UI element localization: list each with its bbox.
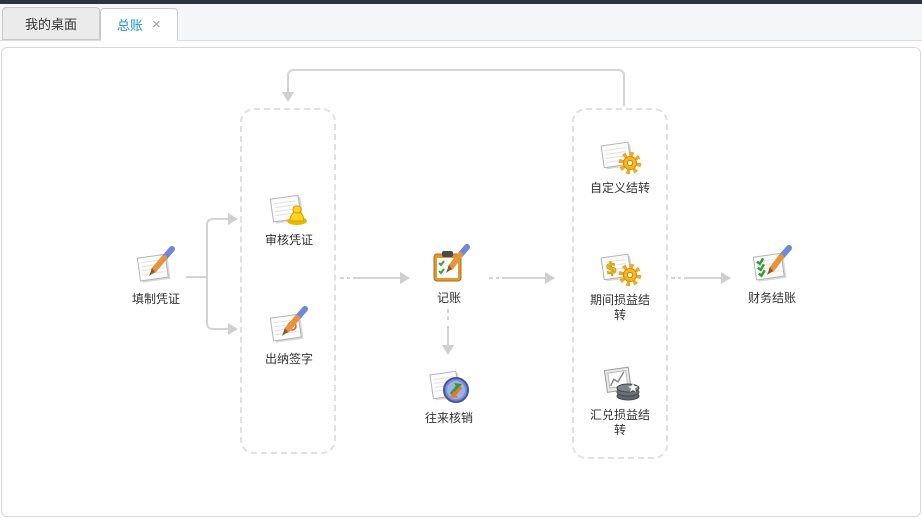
tab-bar: 我的桌面 总账 × [0,4,922,41]
node-label: 填制凭证 [131,292,180,306]
node-label: 审核凭证 [264,233,313,247]
carryover-stage-group-box [572,108,668,459]
split-bottom-line [206,277,228,330]
notepad-dollar-gear-icon: $ [600,253,642,287]
window-top-accent-bar [0,0,922,4]
feedback-loop-line [287,69,625,106]
node-audit-voucher[interactable]: 审核凭证 [244,184,334,248]
svg-text:$: $ [604,258,618,278]
clipboard-pen-icon [433,244,470,282]
chart-coins-icon [603,366,640,401]
node-label: 记账 [436,291,461,305]
node-label: 出纳签字 [264,352,313,366]
node-custom-carryover[interactable]: 自定义结转 [575,132,665,196]
node-label: 期间损益结转 [589,293,650,322]
node-exchange-pl-carryover[interactable]: 汇兑损益结转 [575,359,665,438]
node-period-pl-carryover[interactable]: $ 期间损益结转 [575,244,665,323]
tab-general-ledger[interactable]: 总账 × [100,8,178,41]
node-financial-closing[interactable]: 财务结账 [727,242,817,306]
arrowhead-down-loop [282,92,294,102]
audit-stage-group-box [240,108,336,454]
workflow-canvas: 填制凭证 审核凭证 出纳签字 [1,47,921,517]
node-label: 财务结账 [747,291,796,305]
tab-general-ledger-label: 总账 [117,18,144,33]
notepad-sync-icon [429,370,469,403]
node-bookkeeping[interactable]: 记账 [404,242,494,306]
arrowhead-audit [228,213,238,225]
node-cashier-sign[interactable]: 出纳签字 [244,303,334,367]
arrowhead-carryover-box [545,272,555,284]
tab-close-icon[interactable]: × [152,16,161,33]
notepad-gear-icon [600,141,642,175]
notepad-checks-pen-icon [752,245,792,282]
notepad-stamp-icon [269,194,307,225]
node-label: 汇兑损益结转 [589,408,650,437]
split-top-line [206,218,228,277]
node-label: 往来核销 [424,411,473,425]
node-fill-voucher[interactable]: 填制凭证 [111,243,201,307]
tab-my-desktop[interactable]: 我的桌面 [2,7,101,40]
notepad-pen-seal-icon [269,306,308,343]
node-label: 自定义结转 [589,181,650,195]
node-transaction-writeoff[interactable]: 往来核销 [404,362,494,426]
tab-my-desktop-label: 我的桌面 [25,17,78,32]
notepad-pen-icon [136,246,175,283]
arrowhead-cashier [228,323,238,335]
arrowhead-writeoff [442,345,454,355]
